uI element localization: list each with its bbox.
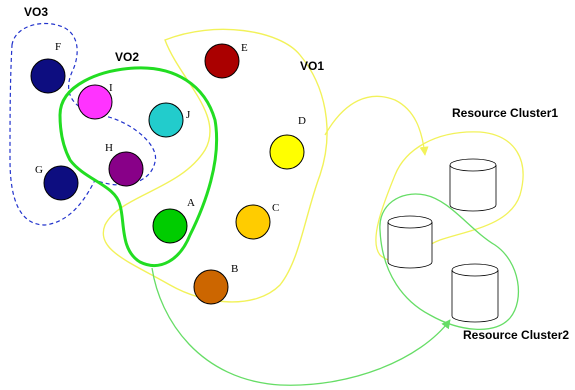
node-H bbox=[108, 151, 144, 187]
node-C bbox=[235, 204, 271, 240]
vo2-region bbox=[58, 66, 219, 268]
vo3-region bbox=[9, 22, 157, 226]
node-C-label: C bbox=[272, 202, 279, 214]
node-D bbox=[269, 134, 305, 170]
node-I-label: I bbox=[109, 82, 113, 94]
node-G bbox=[43, 165, 79, 201]
node-E bbox=[204, 43, 240, 79]
storage-cylinder-2 bbox=[387, 215, 433, 269]
node-G-label: G bbox=[35, 164, 43, 176]
node-F bbox=[30, 58, 66, 94]
node-F-label: F bbox=[55, 41, 61, 53]
vo2-to-cluster2-arrow bbox=[151, 267, 451, 386]
vo2-label: VO2 bbox=[115, 50, 139, 64]
node-I bbox=[77, 84, 113, 120]
node-H-label: H bbox=[105, 142, 113, 154]
vo1-to-cluster1-arrow bbox=[324, 95, 429, 156]
node-B-label: B bbox=[231, 263, 238, 275]
node-J-label: J bbox=[186, 109, 191, 121]
node-A-label: A bbox=[187, 197, 195, 209]
vo1-label: VO1 bbox=[300, 59, 324, 73]
storage-cylinder-1 bbox=[449, 158, 497, 212]
node-A bbox=[152, 208, 188, 244]
vo3-label: VO3 bbox=[24, 5, 48, 19]
storage-cylinder-3 bbox=[451, 263, 499, 323]
vo1-region bbox=[102, 28, 328, 303]
resource-cluster1-region bbox=[375, 131, 524, 261]
resource-cluster2-label: Resource Cluster2 bbox=[463, 328, 569, 342]
node-B bbox=[193, 269, 229, 305]
node-E-label: E bbox=[241, 42, 248, 54]
resource-cluster2-region bbox=[379, 193, 520, 330]
node-J bbox=[148, 102, 184, 138]
node-D-label: D bbox=[298, 115, 306, 127]
resource-cluster1-label: Resource Cluster1 bbox=[452, 106, 558, 120]
